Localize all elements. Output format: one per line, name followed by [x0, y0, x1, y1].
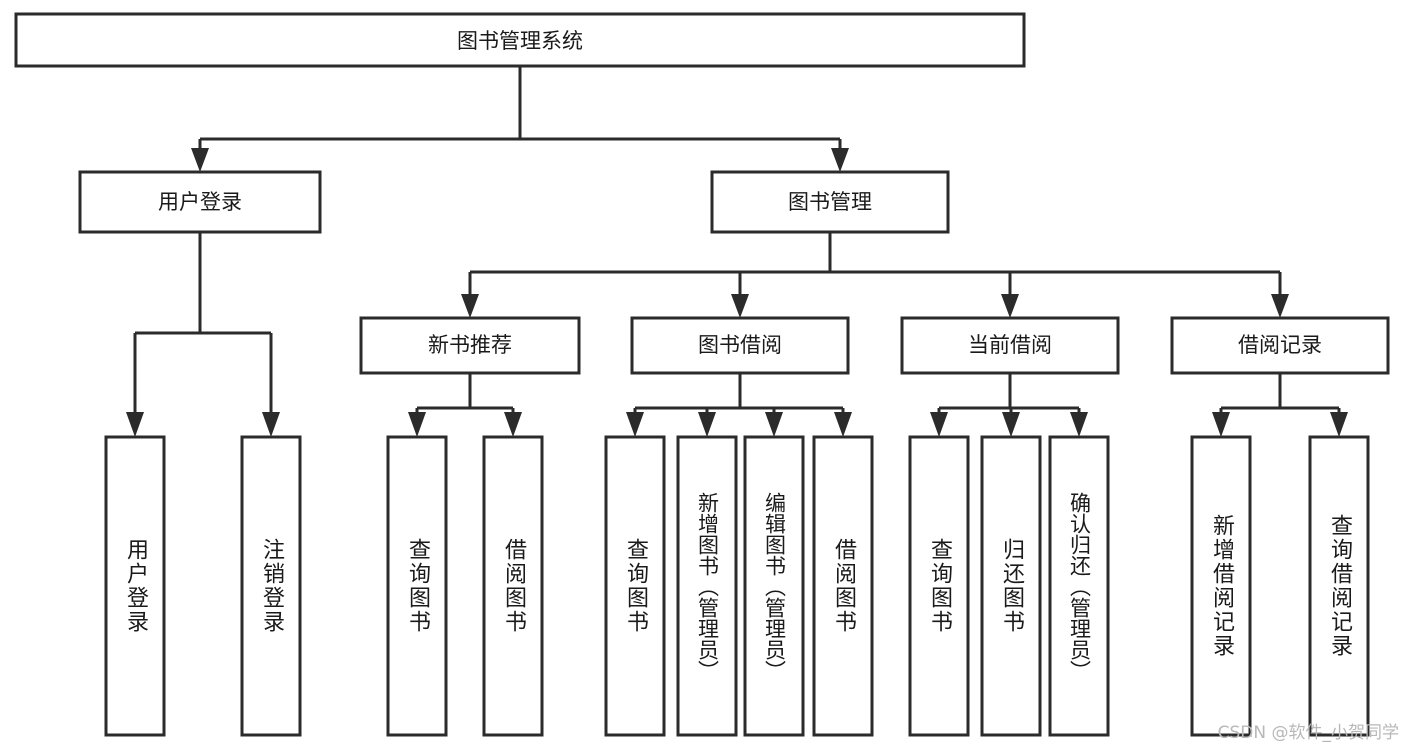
connector-book-borrow-to-leaves	[626, 373, 852, 437]
current-borrow-box[interactable]	[900, 316, 1120, 375]
arrow-head-icon	[1002, 412, 1020, 437]
connector-root-to-level1	[191, 66, 849, 172]
new-book-recommend-label: 新书推荐	[428, 333, 512, 357]
leaf-query-book-3-box[interactable]	[908, 435, 970, 737]
leaf-boxes	[104, 435, 1370, 737]
leaf-query-record-box[interactable]	[1308, 435, 1370, 737]
leaf-borrow-book-1-box[interactable]	[482, 435, 544, 737]
book-manage-label: 图书管理	[788, 190, 872, 214]
arrow-head-icon	[834, 412, 852, 437]
arrow-head-icon	[1212, 412, 1230, 437]
arrow-head-icon	[504, 412, 522, 437]
connector-new-book-recommend-to-leaves	[408, 373, 522, 437]
arrow-head-icon	[831, 148, 849, 172]
book-borrow-label: 图书借阅	[698, 333, 782, 357]
leaf-confirm-return-box[interactable]	[1048, 435, 1110, 737]
connector-user-login-to-leaves	[126, 232, 280, 437]
arrow-head-icon	[461, 294, 479, 318]
leaf-borrow-book-2-box[interactable]	[812, 435, 874, 737]
user-login-label: 用户登录	[158, 190, 242, 214]
node-new-book-recommend[interactable]: 新书推荐	[359, 316, 581, 375]
new-book-recommend-box[interactable]	[359, 316, 581, 375]
leaf-query-book-2-box[interactable]	[604, 435, 666, 737]
node-root[interactable]: 图书管理系统	[14, 12, 1026, 68]
arrow-head-icon	[731, 294, 749, 318]
connector-borrow-record-to-leaves	[1212, 373, 1348, 437]
arrow-head-icon	[698, 412, 716, 437]
node-borrow-record[interactable]: 借阅记录	[1170, 316, 1390, 375]
arrow-head-icon	[1330, 412, 1348, 437]
node-current-borrow[interactable]: 当前借阅	[900, 316, 1120, 375]
arrow-head-icon	[408, 412, 426, 437]
leaf-edit-book-box[interactable]	[743, 435, 805, 737]
arrow-head-icon	[1271, 294, 1289, 318]
leaf-logout-box[interactable]	[240, 435, 302, 737]
arrow-head-icon	[1001, 294, 1019, 318]
arrow-head-icon	[930, 412, 948, 437]
arrow-head-icon	[626, 412, 644, 437]
connector-current-borrow-to-leaves	[930, 373, 1088, 437]
arrow-head-icon	[191, 148, 209, 172]
root-label: 图书管理系统	[457, 29, 583, 53]
connector-book-manage-to-level2	[461, 232, 1289, 318]
arrow-head-icon	[1070, 412, 1088, 437]
borrow-record-label: 借阅记录	[1238, 333, 1322, 357]
node-book-borrow[interactable]: 图书借阅	[630, 316, 850, 375]
leaf-add-book-box[interactable]	[676, 435, 738, 737]
arrow-head-icon	[262, 412, 280, 437]
arrow-head-icon	[765, 412, 783, 437]
node-book-manage[interactable]: 图书管理	[710, 170, 950, 234]
current-borrow-label: 当前借阅	[968, 333, 1052, 357]
node-user-login[interactable]: 用户登录	[78, 170, 322, 234]
user-login-box[interactable]	[78, 170, 322, 234]
leaf-add-record-box[interactable]	[1190, 435, 1252, 737]
arrow-head-icon	[126, 412, 144, 437]
leaf-user-login-box[interactable]	[104, 435, 166, 737]
csdn-watermark: CSDN @软件_小贺同学	[1217, 723, 1399, 743]
root-box[interactable]	[14, 12, 1026, 68]
leaf-return-book-box[interactable]	[980, 435, 1042, 737]
leaf-query-book-1-box[interactable]	[386, 435, 448, 737]
